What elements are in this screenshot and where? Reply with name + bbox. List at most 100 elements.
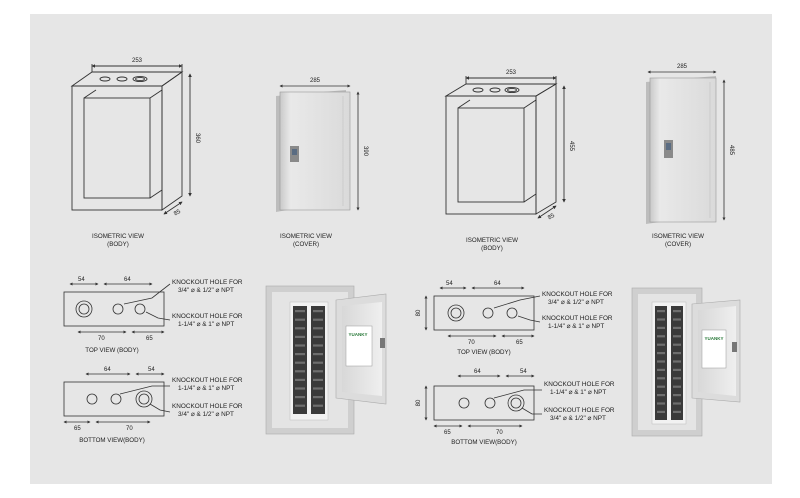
breaker-slot [313,310,323,313]
ko-top1-large-b: 3/4" ⌀ & 1/2" ⌀ NPT [178,287,234,294]
caption-iso-cover-2-a: ISOMETRIC VIEW [652,233,704,240]
breaker-slot [673,402,681,405]
caption-top-view-1: TOP VIEW (BODY) [85,347,138,354]
caption-iso-body-2-a: ISOMETRIC VIEW [466,237,518,244]
breaker-slot [673,385,681,388]
breaker-slot [657,377,665,380]
ko-bot1-small-b: 1-1/4" ⌀ & 1" ⌀ NPT [178,385,234,392]
breaker-slot [313,335,323,338]
dim-bot1-a: 64 [104,367,111,373]
breaker-slot [673,410,681,413]
dim-top1-c: 70 [98,336,105,342]
breaker-slot [673,377,681,380]
breaker-slot [295,404,305,407]
breaker-slot [657,343,665,346]
breaker-slot [295,335,305,338]
breaker-slot [313,318,323,321]
caption-bottom-view-1: BOTTOM VIEW(BODY) [79,437,145,444]
breaker-slot [657,410,665,413]
brand-label-2: YUANKY [704,336,723,341]
dim-top2-d: 65 [516,340,523,346]
ko-top2-small-b: 1-1/4" ⌀ & 1" ⌀ NPT [548,323,604,330]
dim-top1-d: 65 [146,336,153,342]
dim-top2-h: 80 [416,309,422,316]
breaker-slot [657,326,665,329]
dim-iso-body-height: 360 [194,133,200,144]
brand-label-1: YUANKY [348,332,367,337]
breaker-slot [673,318,681,321]
iso-cover-2 [646,70,726,224]
breaker-slot [295,353,305,356]
breaker-slot [295,378,305,381]
breaker-slot [313,404,323,407]
open-panel-2 [631,287,741,437]
dim-iso-body-2-height: 455 [568,141,574,152]
caption-top-view-2: TOP VIEW (BODY) [457,349,510,356]
dim-top2-c: 70 [468,340,475,346]
breaker-slot [673,310,681,313]
breaker-slot [295,344,305,347]
dim-bot1-b: 54 [148,367,155,373]
iso-cover-1 [276,84,360,212]
dim-iso-cover-2-height: 485 [728,145,734,156]
breaker-slot [313,353,323,356]
open-panel-1 [265,285,387,435]
bottom-view-1 [63,372,171,424]
caption-iso-body-1-a: ISOMETRIC VIEW [92,233,144,240]
breaker-slot [657,318,665,321]
ko-top2-large-a: KNOCKOUT HOLE FOR [542,291,613,298]
ko-top1-large-a: KNOCKOUT HOLE FOR [172,279,243,286]
breaker-slot [657,360,665,363]
dim-bot2-a: 64 [474,369,481,375]
breaker-slot [295,327,305,330]
breaker-slot [673,352,681,355]
breaker-slot [295,370,305,373]
breaker-slot [673,326,681,329]
dim-iso-body-depth: 85 [173,209,182,218]
iso-body-1 [70,64,192,215]
dim-iso-body-2-width: 253 [506,70,517,76]
breaker-slot [295,361,305,364]
dim-iso-body-2-depth: 85 [547,213,556,222]
breaker-slot [673,360,681,363]
ko-top2-large-b: 3/4" ⌀ & 1/2" ⌀ NPT [548,299,604,306]
ko-bot1-small-a: KNOCKOUT HOLE FOR [172,377,243,384]
ko-top1-small-b: 1-1/4" ⌀ & 1" ⌀ NPT [178,321,234,328]
breaker-slot [673,343,681,346]
bottom-view-2 [424,374,542,428]
dim-bot2-c: 65 [444,430,451,436]
breaker-slot [295,318,305,321]
dim-bot1-d: 70 [126,426,133,432]
top-view-2 [424,286,541,338]
dim-top2-a: 54 [446,281,453,287]
breaker-slot [313,378,323,381]
breaker-slot [295,387,305,390]
breaker-slot [295,396,305,399]
caption-iso-cover-2-b: (COVER) [665,241,691,248]
dim-top1-b: 64 [124,277,131,283]
ko-bot1-large-a: KNOCKOUT HOLE FOR [172,403,243,410]
ko-bot1-large-b: 3/4" ⌀ & 1/2" ⌀ NPT [178,411,234,418]
dim-top1-a: 54 [78,277,85,283]
dim-top2-b: 64 [494,281,501,287]
dim-bot1-c: 65 [74,426,81,432]
caption-iso-cover-1-b: (COVER) [293,241,319,248]
dim-bot2-b: 54 [520,369,527,375]
dim-bot2-d: 70 [496,430,503,436]
caption-iso-body-2-b: (BODY) [481,245,503,252]
dim-bot2-h: 80 [416,399,422,406]
breaker-slot [657,310,665,313]
breaker-slot [313,370,323,373]
caption-iso-body-1-b: (BODY) [107,241,129,248]
dim-iso-cover-width: 285 [310,78,321,84]
breaker-slot [313,327,323,330]
breaker-slot [673,394,681,397]
caption-bottom-view-2: BOTTOM VIEW(BODY) [451,439,517,446]
ko-bot2-large-b: 3/4" ⌀ & 1/2" ⌀ NPT [550,415,606,422]
ko-top2-small-a: KNOCKOUT HOLE FOR [542,315,613,322]
breaker-slot [657,352,665,355]
ko-bot2-large-a: KNOCKOUT HOLE FOR [544,407,615,414]
dim-iso-cover-height: 390 [362,146,368,157]
